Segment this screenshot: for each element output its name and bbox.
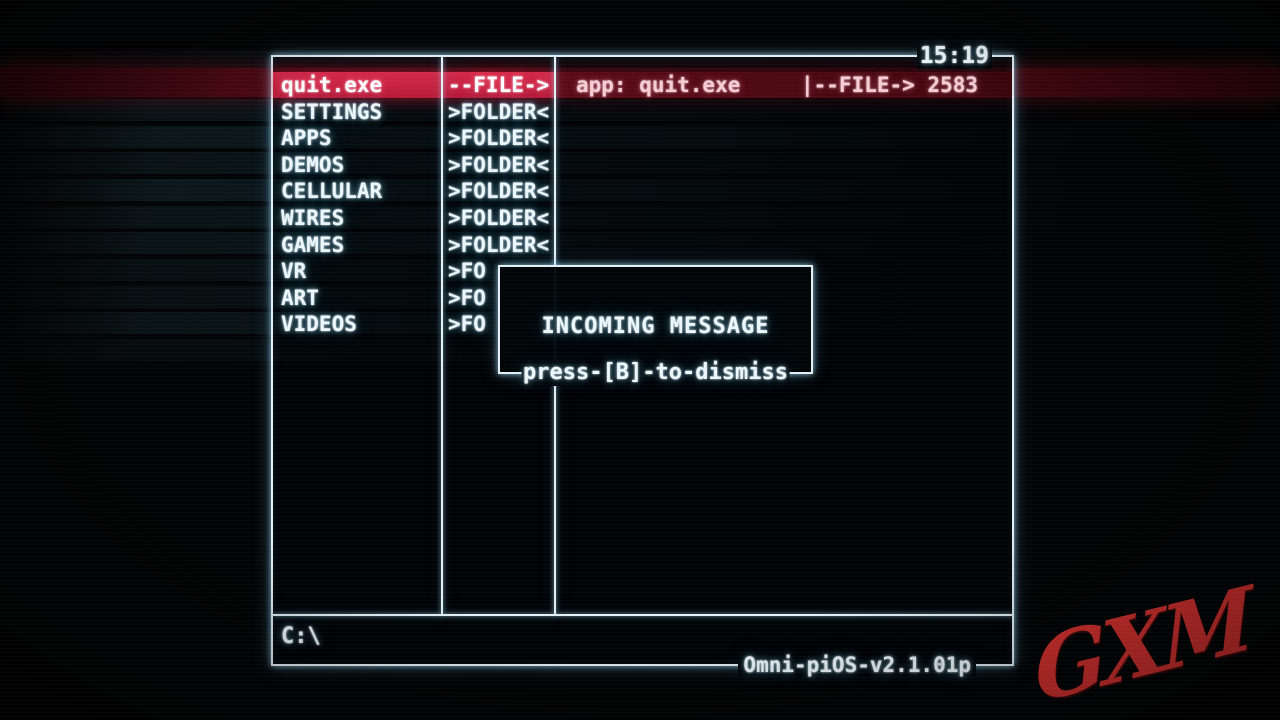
incoming-message-modal: INCOMING MESSAGE press-[B]-to-dismiss — [498, 265, 813, 386]
file-name: GAMES — [281, 233, 345, 257]
file-name: WIRES — [281, 206, 345, 230]
os-version-label: Omni-piOS-v2.1.01p — [738, 653, 976, 677]
file-row-apps[interactable]: APPS >FOLDER< — [273, 125, 554, 151]
file-manager-window: app: quit.exe |--FILE-> 2583 quit.exe --… — [271, 43, 1014, 677]
command-prompt-input[interactable]: C:\ — [281, 624, 321, 649]
file-type-badge: >FOLDER< — [448, 179, 550, 203]
file-row-cellular[interactable]: CELLULAR >FOLDER< — [273, 178, 554, 204]
file-name: CELLULAR — [281, 179, 383, 203]
command-bar-divider — [273, 614, 1012, 616]
file-name: APPS — [281, 126, 332, 150]
modal-title: INCOMING MESSAGE — [541, 314, 770, 339]
file-name: ART — [281, 286, 319, 310]
file-row-demos[interactable]: DEMOS >FOLDER< — [273, 152, 554, 178]
column-divider — [441, 57, 443, 614]
selected-file-stat: |--FILE-> 2583 — [801, 73, 979, 97]
file-name: quit.exe — [281, 73, 383, 97]
selected-file-info-row: app: quit.exe |--FILE-> 2583 — [556, 72, 1012, 98]
file-type-badge: >FOLDER< — [448, 153, 550, 177]
file-type-badge: >FOLDER< — [448, 233, 550, 257]
file-type-badge: >FO — [448, 286, 486, 310]
gxm-logo: GXM — [1031, 567, 1253, 720]
file-row-settings[interactable]: SETTINGS >FOLDER< — [273, 99, 554, 125]
file-type-badge: --FILE-> — [448, 73, 550, 97]
file-name: SETTINGS — [281, 100, 383, 124]
file-row-quit-exe[interactable]: quit.exe --FILE-> — [273, 72, 554, 98]
file-type-badge: >FO — [448, 312, 486, 336]
file-type-badge: >FOLDER< — [448, 126, 550, 150]
file-name: DEMOS — [281, 153, 345, 177]
file-name: VIDEOS — [281, 312, 357, 336]
file-row-wires[interactable]: WIRES >FOLDER< — [273, 205, 554, 231]
modal-dismiss-hint[interactable]: press-[B]-to-dismiss — [521, 360, 790, 386]
file-type-badge: >FO — [448, 259, 486, 283]
file-type-badge: >FOLDER< — [448, 206, 550, 230]
file-type-badge: >FOLDER< — [448, 100, 550, 124]
clock: 15:19 — [916, 43, 992, 69]
selected-app-label: app: quit.exe — [576, 73, 741, 97]
file-name: VR — [281, 259, 307, 283]
file-row-games[interactable]: GAMES >FOLDER< — [273, 232, 554, 258]
